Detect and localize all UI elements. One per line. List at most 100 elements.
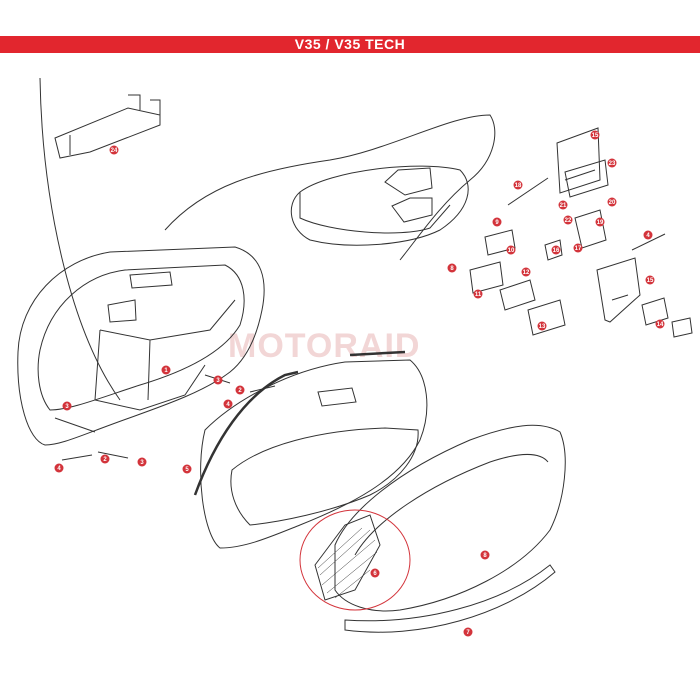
left-top-handle [107,271,173,323]
callout-dot [480,550,490,560]
callout-number: 4 [226,402,230,408]
callout-c2a: 2 [235,385,245,395]
callout-c21: 21 [558,200,568,210]
callout-number: 12 [523,270,530,276]
callout-dot [463,627,473,637]
right-case-panel [230,427,419,526]
callout-c18: 18 [513,180,523,190]
lid-inner-line [354,454,549,556]
callout-dot [235,385,245,395]
callout-number: 18 [515,183,522,189]
callout-number: 7 [466,630,470,636]
callout-number: 9 [495,220,499,226]
callout-dot [223,399,233,409]
callout-c22: 22 [563,215,573,225]
callout-c16: 16 [551,245,561,255]
reflector-mesh-hatch [317,527,378,599]
callout-number: 22 [565,218,572,224]
callout-number: 3 [140,460,144,466]
hinge-rod-4 [631,233,666,251]
callout-dot [54,463,64,473]
callout-number: 23 [609,161,616,167]
latch-block-19 [574,209,607,249]
callout-number: 15 [647,278,654,284]
page-title: V35 / V35 TECH [294,36,406,52]
callout-c3a: 3 [62,401,72,411]
callout-number: 5 [185,467,189,473]
callout-number: 10 [508,248,515,254]
callout-dot [506,245,516,255]
right-case-shell [200,359,428,549]
callout-c5: 5 [182,464,192,474]
callout-c8b: 8 [480,550,490,560]
title-bar [0,36,700,53]
callout-dot [447,263,457,273]
motorcycle-frame-outline [39,77,496,401]
callout-number: 14 [657,322,664,328]
left-case-shell [17,246,265,446]
spring-16 [544,239,563,261]
callout-number: 24 [111,148,118,154]
callout-number: 4 [646,233,650,239]
callout-c8: 8 [447,263,457,273]
callout-number: 1 [164,368,168,374]
callout-number: 2 [103,457,107,463]
callout-c6: 6 [370,568,380,578]
seal-gasket [193,350,406,496]
callout-number: 3 [216,378,220,384]
callout-number: 11 [475,292,482,298]
callout-c24: 24 [109,145,119,155]
callout-dot [655,319,665,329]
highlight-ring [299,509,411,611]
callout-c12: 12 [521,267,531,277]
callout-c20: 20 [607,197,617,207]
callout-dot [521,267,531,277]
callout-dot [370,568,380,578]
callout-number: 8 [483,553,487,559]
hinge-rod-18 [507,177,549,206]
callout-c4b: 4 [223,399,233,409]
callout-dot [643,230,653,240]
tail-light [384,167,433,223]
callout-number: 16 [553,248,560,254]
callout-dot [607,197,617,207]
callout-number: 3 [65,404,69,410]
callout-c15: 15 [590,130,600,140]
left-inner-bracket [94,299,236,411]
callout-dot [213,375,223,385]
callout-dot [551,245,561,255]
lock-latch-23 [564,159,609,198]
callout-number: 19 [597,220,604,226]
callout-dot [100,454,110,464]
callout-c3c: 3 [137,457,147,467]
callout-c17: 17 [573,243,583,253]
callout-number: 15 [592,133,599,139]
rack-bracket-24 [54,94,161,159]
callout-number: 17 [575,246,582,252]
bracket-13 [527,299,566,336]
callout-c1: 1 [161,365,171,375]
callout-c15b: 15 [645,275,655,285]
callout-dot [473,289,483,299]
callout-number: 20 [609,200,616,206]
callout-dot [513,180,523,190]
callout-c19: 19 [595,217,605,227]
callout-dot [558,200,568,210]
left-case-inner [37,264,245,411]
callout-number: 6 [373,571,377,577]
callout-c7: 7 [463,627,473,637]
callout-c10: 10 [506,245,516,255]
callout-dot [607,158,617,168]
callout-number: 4 [57,466,61,472]
callout-dot [182,464,192,474]
clip-12 [499,279,536,311]
callout-dot [645,275,655,285]
reflector-mesh [314,514,381,601]
callout-c4a: 4 [643,230,653,240]
callout-c9: 9 [492,217,502,227]
callout-c13: 13 [537,321,547,331]
callout-number: 13 [539,324,546,330]
